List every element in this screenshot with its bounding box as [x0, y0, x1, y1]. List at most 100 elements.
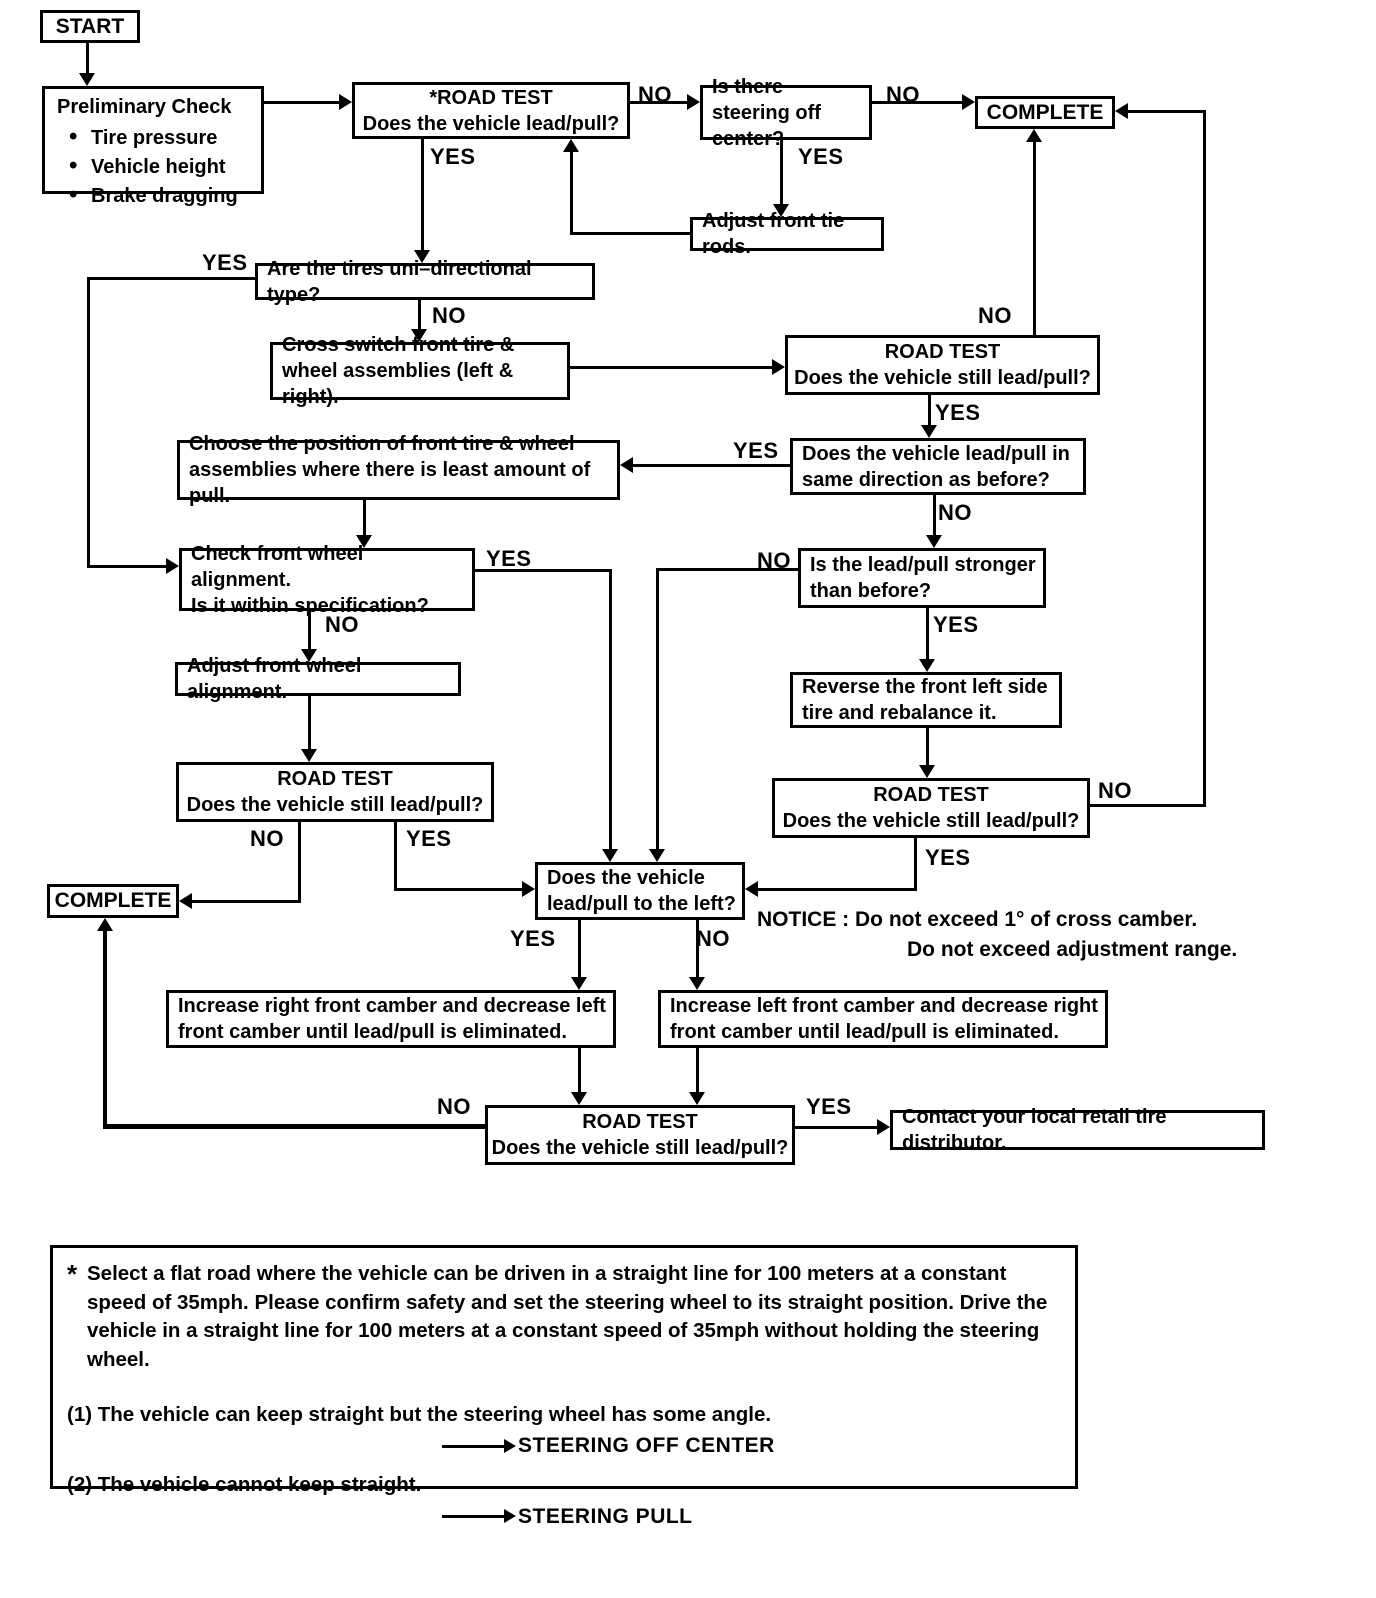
connector-adjustalignment-roadtest3 — [308, 696, 311, 749]
connector-roadtest3-yes-h — [394, 888, 522, 891]
road-test-2-question: Does the vehicle still lead/pull? — [794, 367, 1091, 389]
connector-steering-tierods — [780, 140, 783, 205]
edge-label-no: NO — [757, 548, 791, 573]
node-road-test-5: ROAD TEST Does the vehicle still lead/pu… — [485, 1105, 795, 1165]
node-lead-pull-to-left: Does the vehicle lead/pull to the left? — [535, 862, 745, 920]
node-start: START — [40, 10, 140, 43]
edge-label-yes: YES — [510, 926, 556, 951]
edge-label-no: NO — [432, 303, 466, 328]
connector-leadpull-no — [696, 920, 699, 977]
edge-label-yes: YES — [935, 400, 981, 425]
arrowhead-down-icon — [602, 849, 618, 862]
node-cross-switch: Cross switch front tire & wheel assembli… — [270, 334, 570, 408]
connector-stronger-no-h — [658, 568, 798, 571]
road-test-5-question: Does the vehicle still lead/pull? — [491, 1137, 789, 1159]
node-complete-left: COMPLETE — [47, 884, 179, 918]
connector-roadtest2-complete — [1033, 142, 1036, 335]
connector-roadtest1-steering — [630, 101, 688, 104]
connector-roadtest3-no-v — [298, 822, 301, 903]
footnote-item-2: (2) The vehicle cannot keep straight. — [67, 1472, 422, 1496]
connector-samedirection-chooseposition — [633, 464, 790, 467]
node-start-label: START — [55, 14, 125, 38]
connector-uni-yes-h2 — [87, 565, 166, 568]
node-adjust-alignment: Adjust front wheel alignment. — [175, 655, 461, 703]
connector-tierods-return-v — [570, 152, 573, 235]
adjust-alignment-label: Adjust front wheel alignment. — [187, 655, 362, 703]
road-test-1-title: *ROAD TEST — [429, 86, 553, 109]
arrowhead-right-icon — [877, 1119, 890, 1135]
connector-roadtest4-yes-h — [758, 888, 917, 891]
connector-uni-yes-h1 — [87, 277, 255, 280]
arrowhead-down-icon — [921, 425, 937, 438]
connector-stronger-no-v — [656, 568, 659, 849]
node-uni-directional: Are the tires uni–directional type? — [255, 258, 595, 306]
edge-label-no: NO — [437, 1094, 471, 1119]
arrowhead-down-icon — [79, 73, 95, 86]
node-road-test-2: ROAD TEST Does the vehicle still lead/pu… — [785, 335, 1100, 395]
connector-reversetire-roadtest4 — [926, 728, 929, 765]
road-test-4-question: Does the vehicle still lead/pull? — [782, 810, 1080, 832]
arrowhead-left-icon — [745, 881, 758, 897]
steering-off-center-result: STEERING OFF CENTER — [518, 1434, 775, 1458]
preliminary-check-list: Tire pressure Vehicle height Brake dragg… — [57, 122, 261, 209]
increase-left-camber-label: Increase left front camber and decrease … — [670, 995, 1098, 1043]
preliminary-check-title: Preliminary Check — [57, 96, 232, 118]
edge-label-no: NO — [250, 826, 284, 851]
steering-off-center-label: Is there steering off center? — [712, 75, 821, 150]
edge-label-no: NO — [938, 500, 972, 525]
check-alignment-line1: Check front wheel alignment. — [191, 542, 364, 591]
arrow-line-icon — [442, 1514, 504, 1518]
node-choose-position: Choose the position of front tire & whee… — [177, 433, 620, 507]
arrowhead-right-icon — [687, 94, 700, 110]
steering-pull-result: STEERING PULL — [518, 1504, 693, 1528]
same-direction-label: Does the vehicle lead/pull in same direc… — [802, 442, 1070, 491]
connector-roadtest3-yes-v — [394, 822, 397, 891]
connector-steering-complete — [872, 101, 963, 104]
arrowhead-down-icon — [411, 329, 427, 342]
node-contact-distributor: Contact your local retail tire distribut… — [890, 1106, 1265, 1154]
reverse-tire-label: Reverse the front left side tire and reb… — [802, 676, 1048, 724]
arrowhead-down-icon — [571, 1092, 587, 1105]
increase-right-camber-label: Increase right front camber and decrease… — [178, 995, 606, 1043]
connector-uni-yes-v — [87, 277, 90, 568]
road-test-3-question: Does the vehicle still lead/pull? — [186, 794, 484, 816]
connector-roadtest4-yes-v — [914, 838, 917, 891]
connector-increaseleft-roadtest5 — [696, 1048, 699, 1092]
node-same-direction: Does the vehicle lead/pull in same direc… — [790, 438, 1086, 495]
connector-roadtest2-samedirection — [928, 395, 931, 425]
arrowhead-up-icon — [563, 139, 579, 152]
connector-crossswitch-roadtest2 — [570, 366, 772, 369]
connector-roadtest4-no-v — [1203, 110, 1206, 807]
road-test-2-title: ROAD TEST — [884, 341, 1001, 363]
complete-left-label: COMPLETE — [54, 889, 172, 913]
edge-label-yes: YES — [798, 144, 844, 169]
connector-tierods-return-h — [570, 232, 690, 235]
arrowhead-right-icon — [772, 359, 785, 375]
edge-label-no: NO — [638, 82, 672, 107]
node-increase-right-camber: Increase right front camber and decrease… — [166, 990, 616, 1048]
edge-label-no: NO — [325, 612, 359, 637]
arrowhead-right-icon — [522, 881, 535, 897]
check-alignment-line2: Is it within specification? — [191, 594, 429, 617]
asterisk-icon: * — [67, 1259, 78, 1289]
arrowhead-down-icon — [301, 749, 317, 762]
road-test-4-title: ROAD TEST — [873, 784, 989, 806]
lead-pull-stronger-label: Is the lead/pull stronger than before? — [810, 554, 1036, 602]
arrowhead-down-icon — [571, 977, 587, 990]
edge-label-yes: YES — [430, 144, 476, 169]
arrowhead-down-icon — [919, 659, 935, 672]
complete-top-label: COMPLETE — [986, 100, 1104, 124]
connector-chooseposition-checkalignment — [363, 500, 366, 535]
connector-checkalignment-adjustalignment — [308, 611, 311, 649]
footnote-note: Select a flat road where the vehicle can… — [87, 1262, 1048, 1372]
connector-preliminary-roadtest1 — [264, 101, 340, 104]
node-steering-off-center: Is there steering off center? — [700, 76, 872, 150]
node-adjust-tie-rods: Adjust front tie rods. — [690, 210, 884, 258]
arrowhead-right-icon — [339, 94, 352, 110]
node-reverse-tire: Reverse the front left side tire and reb… — [790, 672, 1062, 728]
arrowhead-right-icon — [504, 1439, 516, 1454]
edge-label-no: NO — [886, 82, 920, 107]
arrowhead-down-icon — [689, 1092, 705, 1105]
edge-label-yes: YES — [733, 438, 779, 463]
